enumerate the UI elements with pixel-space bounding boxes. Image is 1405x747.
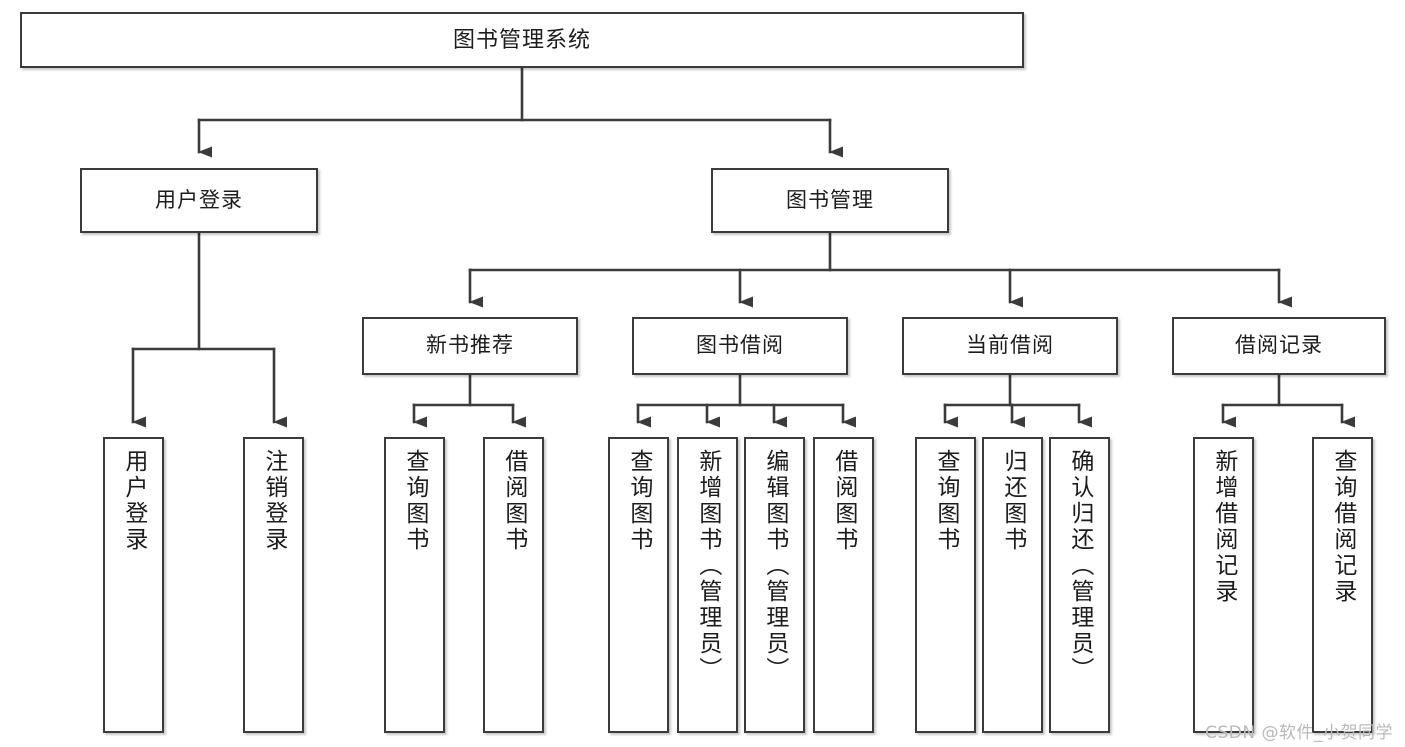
node-label: 归还图书	[999, 449, 1026, 553]
node-label: 图书管理	[786, 188, 874, 212]
node-current-borrow[interactable]: 当前借阅	[902, 317, 1118, 375]
node-book-borrow[interactable]: 图书借阅	[632, 317, 848, 375]
node-book-management[interactable]: 图书管理	[711, 168, 949, 233]
node-label: 图书管理系统	[452, 26, 591, 52]
leaf-add-book-admin[interactable]: 新增图书（管理员）	[677, 437, 738, 733]
node-label: 图书借阅	[696, 334, 784, 358]
leaf-edit-book-admin[interactable]: 编辑图书（管理员）	[744, 437, 805, 733]
node-label: 新增图书（管理员）	[694, 449, 721, 683]
node-borrow-record[interactable]: 借阅记录	[1172, 317, 1386, 375]
node-label: 借阅图书	[830, 449, 857, 553]
node-label: 借阅记录	[1235, 334, 1323, 358]
node-label: 当前借阅	[966, 334, 1054, 358]
node-user-login[interactable]: 用户登录	[80, 168, 318, 233]
leaf-query-book-borrow[interactable]: 查询图书	[608, 437, 669, 733]
node-label: 查询图书	[932, 449, 959, 553]
node-label: 查询图书	[401, 449, 428, 553]
node-new-book-recommend[interactable]: 新书推荐	[362, 317, 578, 375]
leaf-logout[interactable]: 注销登录	[243, 437, 304, 733]
watermark-text: CSDN @软件_小贺同学	[1205, 723, 1393, 743]
leaf-query-borrow-record[interactable]: 查询借阅记录	[1312, 437, 1373, 733]
node-label: 借阅图书	[500, 449, 527, 553]
node-label: 用户登录	[120, 449, 147, 553]
node-label: 注销登录	[260, 449, 287, 553]
leaf-add-borrow-record[interactable]: 新增借阅记录	[1193, 437, 1254, 733]
node-label: 新增借阅记录	[1210, 449, 1237, 605]
leaf-return-book[interactable]: 归还图书	[982, 437, 1043, 733]
node-label: 确认归还（管理员）	[1066, 449, 1093, 683]
leaf-confirm-return-admin[interactable]: 确认归还（管理员）	[1049, 437, 1110, 733]
node-label: 用户登录	[155, 188, 243, 212]
leaf-query-book-recommend[interactable]: 查询图书	[384, 437, 445, 733]
leaf-borrow-book-recommend[interactable]: 借阅图书	[483, 437, 544, 733]
node-label: 查询图书	[625, 449, 652, 553]
leaf-query-book-current[interactable]: 查询图书	[915, 437, 976, 733]
node-root-system[interactable]: 图书管理系统	[20, 12, 1024, 68]
node-label: 编辑图书（管理员）	[761, 449, 788, 683]
node-label: 新书推荐	[426, 334, 514, 358]
leaf-borrow-book[interactable]: 借阅图书	[813, 437, 874, 733]
node-label: 查询借阅记录	[1329, 449, 1356, 605]
leaf-user-login[interactable]: 用户登录	[103, 437, 164, 733]
